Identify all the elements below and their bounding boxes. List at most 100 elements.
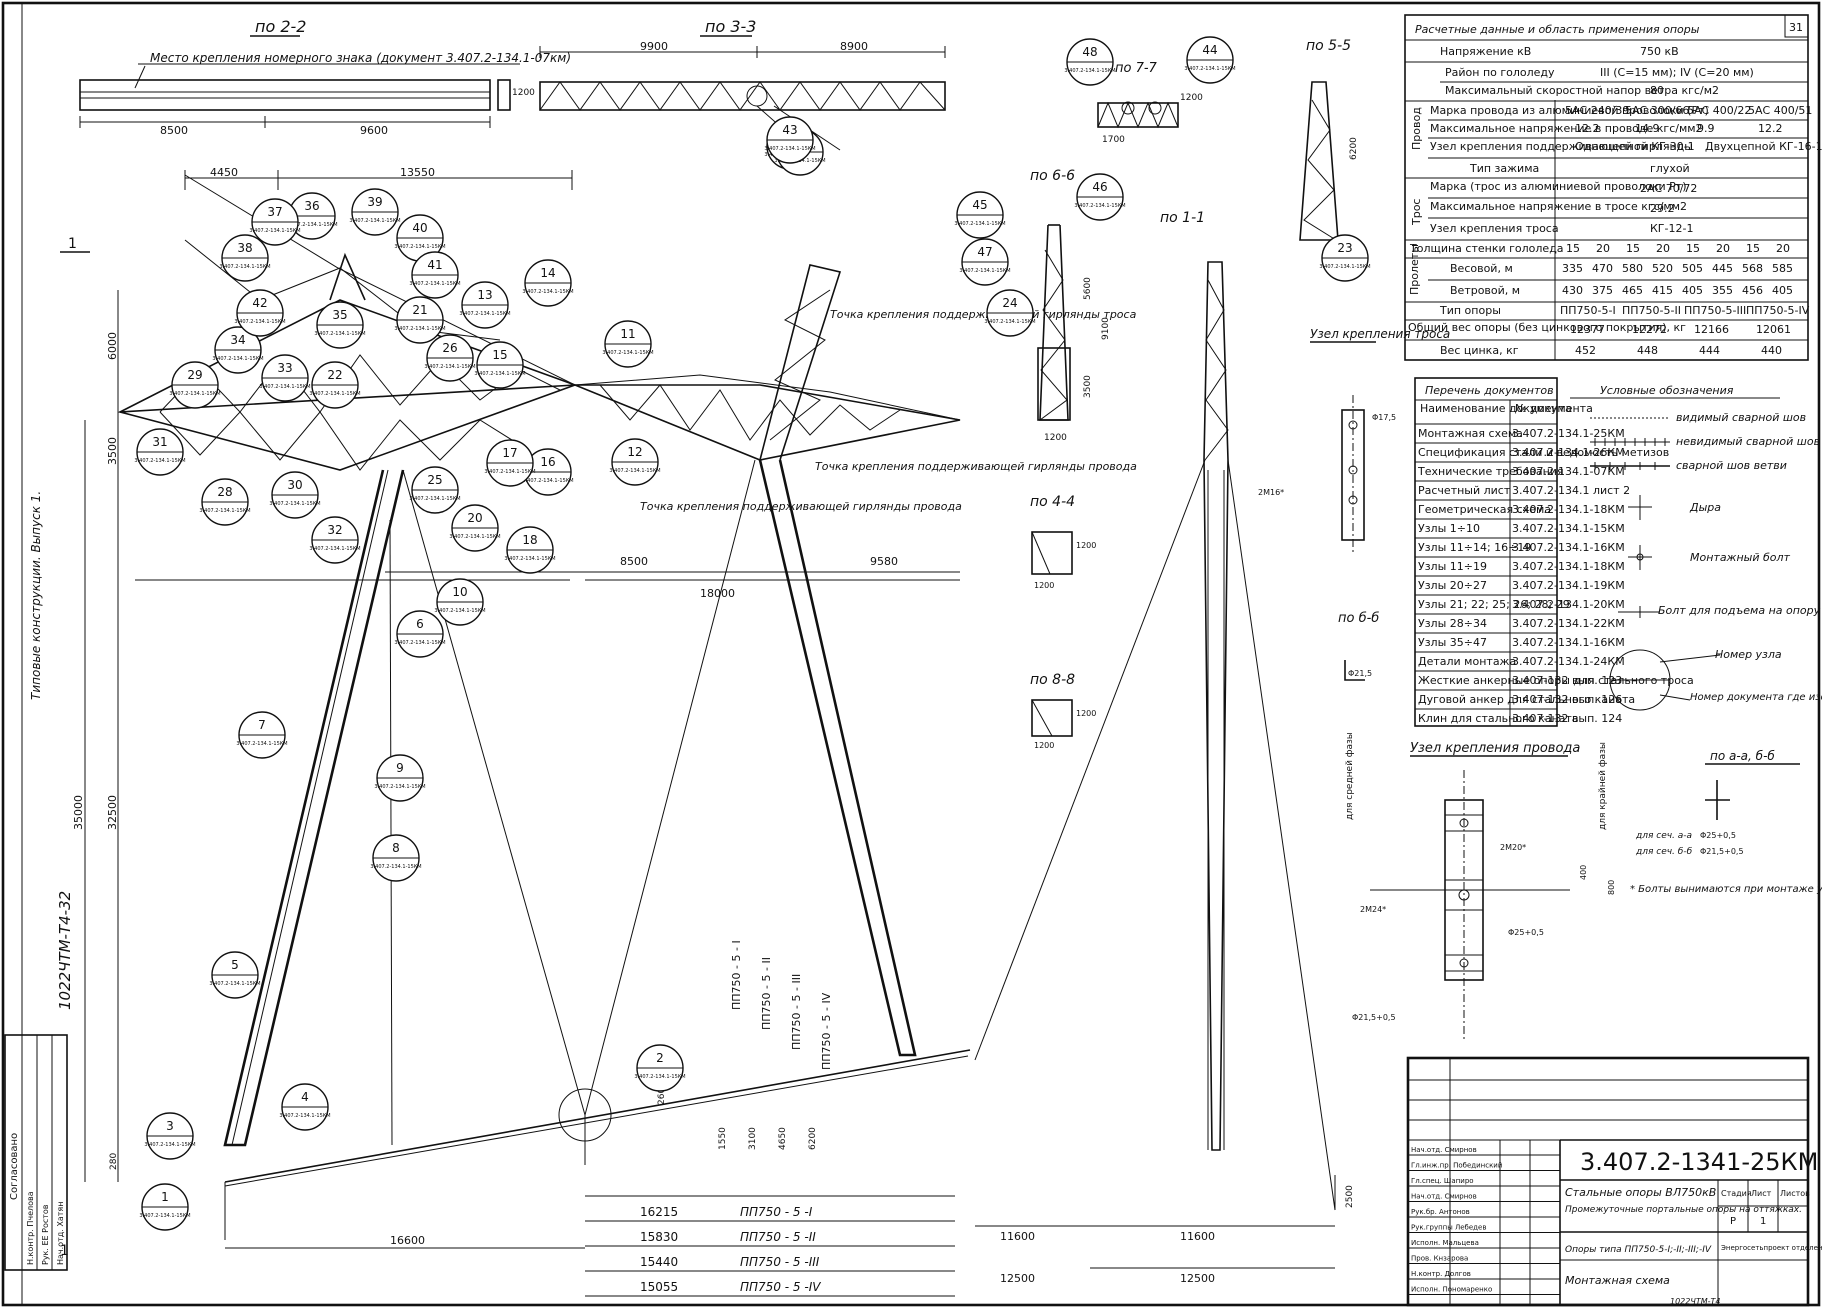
- dim-8900: 8900: [840, 40, 868, 53]
- node-number: 7: [258, 718, 266, 732]
- cable-node-detail: Узел крепления троса Φ17,5 2М16*: [1258, 327, 1450, 555]
- wind-label: Максимальный скоростной напор ветра кгс/…: [1445, 84, 1719, 97]
- node-doc-ref: 3.407.2-134.1-15КМ: [1064, 68, 1115, 74]
- cable-stress-label: Максимальное напряжение в тросе кгс/мм2: [1430, 200, 1687, 213]
- ice-wall-1: 15: [1566, 242, 1580, 255]
- ground-line: [224, 1049, 971, 1183]
- doc-row-name: Дуговой анкер для стального каната: [1418, 693, 1635, 706]
- weight-span-4: 520: [1652, 262, 1673, 275]
- node-doc-ref: 3.407.2-134.1-15КМ: [474, 371, 525, 377]
- node-number: 22: [327, 368, 342, 382]
- node-bubble-32: 32 3.407.2-134.1-15КМ: [309, 516, 361, 564]
- docs-rows: Монтажная схема3.407.2-134.1-25КМСпецифи…: [1415, 423, 1694, 725]
- wire-node-hole: Φ25+0,5: [1508, 928, 1544, 937]
- spans-group: Пролеты: [1408, 244, 1421, 295]
- sheet-label: Лист: [1751, 1189, 1772, 1198]
- leg-v-2: ПП750 - 5 - II: [760, 957, 773, 1030]
- legend-branch-weld: сварной шов ветви: [1676, 459, 1787, 472]
- section-1-1: по 1-1 2500 11600 11600 12500 12500: [974, 210, 1355, 1285]
- node-number: 32: [327, 523, 342, 537]
- org-name: Энергосетьпроект отделение дальних перед…: [1721, 1244, 1822, 1252]
- max-stress-4: 12.2: [1758, 122, 1783, 135]
- bolt-icon: [1628, 545, 1652, 570]
- node-number: 29: [187, 368, 202, 382]
- wind-span-label: Ветровой, м: [1450, 284, 1520, 297]
- dim-9900: 9900: [640, 40, 668, 53]
- node-number: 9: [396, 761, 404, 775]
- node-number: 44: [1202, 43, 1217, 57]
- section-8-8: по 8-8 1200 1200: [1030, 672, 1096, 750]
- node-doc-ref: 3.407.2-134.1-15КМ: [219, 264, 270, 270]
- dim-section22-h: 1200: [512, 88, 535, 98]
- weight-span-6: 445: [1712, 262, 1733, 275]
- doc-row-number: 3.407-132 вып. 123: [1512, 674, 1622, 687]
- weight-span-7: 568: [1742, 262, 1763, 275]
- node-number: 45: [972, 198, 987, 212]
- spec-table: 31 Расчетные данные и область применения…: [1404, 14, 1822, 361]
- ice-label: Район по гололеду: [1445, 66, 1555, 79]
- weight-span-5: 505: [1682, 262, 1703, 275]
- doc-row-name: Монтажная схема: [1418, 427, 1523, 440]
- garland-label: Узел крепления поддерживающей гирлянды: [1430, 140, 1693, 153]
- doc-row-name: Технические требования: [1417, 465, 1564, 478]
- doc-row-number: 3.407.2-134.1-18КМ: [1512, 503, 1625, 516]
- dim-16600: 16600: [390, 1234, 425, 1247]
- node-bubble-5: 53.407.2-134.1-15КМ: [209, 951, 261, 999]
- doc-row-name: Узлы 11÷14; 16÷19: [1418, 541, 1531, 554]
- type-2: ПП750-5-II: [1622, 304, 1681, 317]
- node-bubble-26: 263.407.2-134.1-15КМ: [424, 334, 476, 382]
- node-number: 13: [477, 288, 492, 302]
- node-doc-ref: 3.407.2-134.1-15КМ: [169, 391, 220, 397]
- wire-node-hole-2: Φ21,5+0,5: [1352, 1013, 1396, 1022]
- node-bubble-17: 173.407.2-134.1-15КМ: [484, 439, 536, 487]
- node-number: 5: [231, 958, 239, 972]
- node-number: 39: [367, 195, 382, 209]
- dim-8500: 8500: [620, 555, 648, 568]
- ice-wall-3: 15: [1626, 242, 1640, 255]
- dim-8-8-h: 1200: [1076, 709, 1096, 718]
- dim-1200-66: 1200: [1044, 433, 1067, 443]
- wire-mark-label: Марка провода из алюминиевой проволоки (…: [1430, 104, 1709, 117]
- node-number: 35: [332, 308, 347, 322]
- node-bubble-12: 123.407.2-134.1-15КМ: [609, 438, 661, 486]
- legend-bolt: Монтажный болт: [1690, 551, 1791, 564]
- sec-aa-dim: Φ25+0,5: [1700, 831, 1736, 840]
- title-person: Пров. Кнзарова: [1411, 1255, 1468, 1263]
- node-bubble-45: 453.407.2-134.1-15КМ: [954, 191, 1006, 239]
- portal-elevation: 4450 13550 Точка крепления поддерживающе…: [60, 166, 1137, 1297]
- dim-9100: 9100: [1101, 317, 1111, 340]
- dim-35000: 35000: [72, 795, 85, 830]
- doc-row-name: Узлы 21; 22; 25; 26; 28; 29: [1418, 598, 1570, 611]
- weight-span-label: Весовой, м: [1450, 262, 1513, 275]
- total-weight-4: 12061: [1756, 323, 1791, 336]
- cable-node-title: Узел крепления троса: [1310, 327, 1450, 341]
- dim-2600: 2600: [657, 1082, 667, 1105]
- doc-row-number: 3.407.2-134.1-19КМ: [1512, 579, 1625, 592]
- node-number: 14: [540, 266, 555, 280]
- weight-span-values: 335 470 580 520 505 445 568 585: [1562, 262, 1793, 275]
- section-b-b: по б-б Φ21,5: [1338, 611, 1379, 681]
- node-number: 41: [427, 258, 442, 272]
- cable-node-label: Узел крепления троса: [1430, 222, 1559, 235]
- wind-span-2: 375: [1592, 284, 1613, 297]
- node-bubble-47: 473.407.2-134.1-15КМ: [959, 238, 1011, 286]
- node-bubble-30: 303.407.2-134.1-15КМ: [269, 471, 321, 519]
- dim-13550: 13550: [400, 166, 435, 179]
- wind-span-3: 465: [1622, 284, 1643, 297]
- node-bubble-31: 313.407.2-134.1-15КМ: [134, 428, 186, 476]
- right-guy: [584, 459, 756, 1116]
- section-mark-1-bottom: 1: [60, 1243, 69, 1259]
- ice-wall-2: 20: [1596, 242, 1610, 255]
- wind-span-5: 405: [1682, 284, 1703, 297]
- node-doc-ref: 3.407.2-134.1-15КМ: [309, 546, 360, 552]
- node-bubble-33: 333.407.2-134.1-15КМ: [259, 354, 311, 402]
- section-4-4: по 4-4 1200 1200: [1030, 494, 1096, 590]
- title-person: Исполн. Пономаренко: [1411, 1286, 1492, 1294]
- note-wire-garland-right: Точка крепления поддерживающей гирлянды …: [815, 460, 1137, 473]
- node-bubble-20: 203.407.2-134.1-15КМ: [449, 504, 501, 552]
- section-3-3-truss: [539, 81, 946, 111]
- node-bubble-3: 33.407.2-134.1-15КМ: [144, 1112, 196, 1160]
- dim-32500: 32500: [106, 795, 119, 830]
- wind-span-7: 456: [1742, 284, 1763, 297]
